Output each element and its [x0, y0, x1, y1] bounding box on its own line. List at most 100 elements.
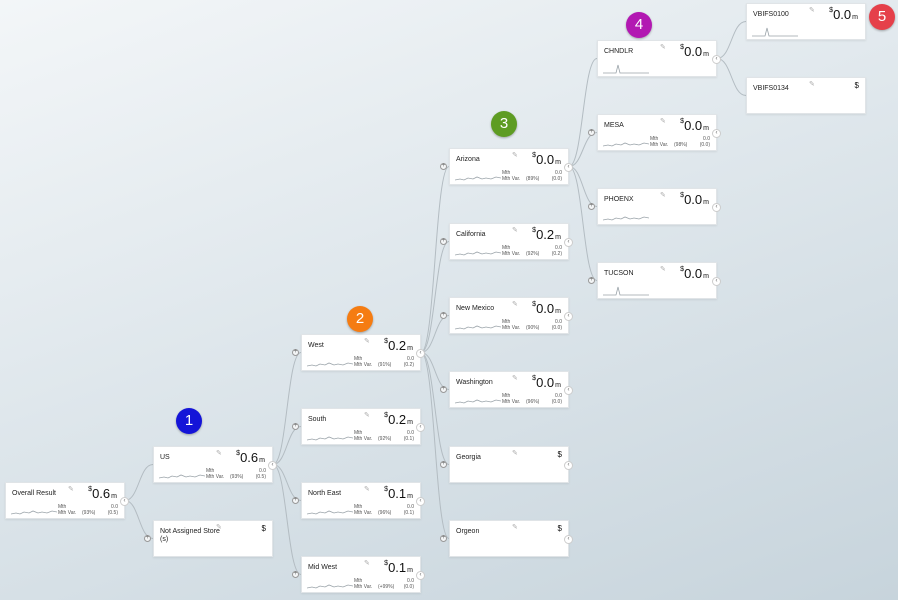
month-value: 0.0 [555, 319, 562, 325]
edit-pencil-icon[interactable]: ✎ [512, 375, 518, 382]
month-variance-percent: (90%) [526, 325, 540, 331]
node-card-vbifs0100[interactable]: VBIFS0100 ✎$0.0m [746, 3, 866, 40]
node-card-chndlr[interactable]: CHNDLR ✎$0.0m‹ [597, 40, 721, 77]
collapse-arrow-icon[interactable]: ‹ [564, 238, 573, 247]
month-variance-value: (0.2) [551, 251, 562, 257]
collapse-arrow-icon[interactable]: ‹ [120, 497, 129, 506]
collapse-arrow-icon[interactable]: ‹ [712, 203, 721, 212]
month-value: 0.0 [555, 170, 562, 176]
collapse-arrow-icon[interactable]: ‹ [564, 386, 573, 395]
node-card-phoenx[interactable]: PHOENX ✎$0.0m‹ [597, 188, 721, 225]
edge-arizona-phoenx [568, 166, 598, 207]
expand-node-button-orgeon[interactable]: + [440, 535, 447, 542]
node-name: US [160, 454, 170, 461]
expand-node-button-north-east[interactable]: + [292, 497, 299, 504]
collapse-arrow-icon[interactable]: ‹ [564, 312, 573, 321]
expand-node-button-georgia[interactable]: + [440, 461, 447, 468]
trend-sparkline [455, 325, 501, 330]
edit-pencil-icon[interactable]: ✎ [364, 486, 370, 493]
edit-pencil-icon[interactable]: ✎ [809, 81, 815, 88]
expand-node-button-not-assigned[interactable]: + [144, 535, 151, 542]
edit-pencil-icon[interactable]: ✎ [660, 266, 666, 273]
edge-chndlr-vbifs0134 [716, 58, 747, 96]
trend-sparkline [603, 216, 649, 221]
edge-arizona-chndlr [568, 58, 598, 167]
edit-pencil-icon[interactable]: ✎ [216, 524, 222, 531]
expand-node-button-south[interactable]: + [292, 423, 299, 430]
expand-node-button-phoenx[interactable]: + [588, 203, 595, 210]
node-card-orgeon[interactable]: Orgeon ✎$‹ [449, 520, 573, 557]
trend-sparkline [307, 362, 353, 367]
trend-sparkline [307, 510, 353, 515]
month-variance-value: (0.0) [551, 176, 562, 182]
node-card-tucson[interactable]: TUCSON ✎$0.0m‹ [597, 262, 721, 299]
edit-pencil-icon[interactable]: ✎ [364, 412, 370, 419]
month-value: 0.0 [555, 393, 562, 399]
edge-chndlr-vbifs0100 [716, 21, 747, 59]
node-name: Not Assigned Store (s) [160, 528, 220, 543]
month-variance-percent: (93%) [230, 474, 244, 480]
edit-pencil-icon[interactable]: ✎ [512, 227, 518, 234]
expand-node-button-new-mexico[interactable]: + [440, 312, 447, 319]
edit-pencil-icon[interactable]: ✎ [68, 486, 74, 493]
edit-pencil-icon[interactable]: ✎ [660, 44, 666, 51]
collapse-arrow-icon[interactable]: ‹ [268, 461, 277, 470]
edit-pencil-icon[interactable]: ✎ [512, 301, 518, 308]
edit-pencil-icon[interactable]: ✎ [512, 450, 518, 457]
node-card-georgia[interactable]: Georgia ✎$‹ [449, 446, 573, 483]
collapse-arrow-icon[interactable]: ‹ [712, 277, 721, 286]
month-variance-percent: (93%) [82, 510, 96, 516]
edit-pencil-icon[interactable]: ✎ [364, 560, 370, 567]
month-value: 0.0 [703, 136, 710, 142]
edit-pencil-icon[interactable]: ✎ [809, 7, 815, 14]
edit-pencil-icon[interactable]: ✎ [364, 338, 370, 345]
node-name: PHOENX [604, 196, 634, 203]
edit-pencil-icon[interactable]: ✎ [216, 450, 222, 457]
collapse-arrow-icon[interactable]: ‹ [712, 55, 721, 64]
edit-pencil-icon[interactable]: ✎ [660, 192, 666, 199]
node-card-not-assigned[interactable]: Not Assigned Store (s) ✎$ [153, 520, 273, 557]
trend-sparkline [455, 399, 501, 404]
edge-west-orgeon [420, 352, 450, 539]
expand-node-button-arizona[interactable]: + [440, 163, 447, 170]
collapse-arrow-icon[interactable]: ‹ [564, 535, 573, 544]
edge-us-west [272, 352, 302, 465]
expand-node-button-washington[interactable]: + [440, 386, 447, 393]
node-card-vbifs0134[interactable]: VBIFS0134 ✎$ [746, 77, 866, 114]
step-badge-5: 5 [869, 4, 895, 30]
collapse-arrow-icon[interactable]: ‹ [416, 497, 425, 506]
node-name: South [308, 416, 327, 423]
node-name: California [456, 231, 486, 238]
month-variance-value: (0.5) [255, 474, 266, 480]
node-name: CHNDLR [604, 48, 634, 55]
expand-node-button-mid-west[interactable]: + [292, 571, 299, 578]
edit-pencil-icon[interactable]: ✎ [512, 524, 518, 531]
expand-node-button-west[interactable]: + [292, 349, 299, 356]
trend-sparkline [455, 251, 501, 256]
collapse-arrow-icon[interactable]: ‹ [416, 349, 425, 358]
month-value: 0.0 [407, 578, 414, 584]
expand-node-button-tucson[interactable]: + [588, 277, 595, 284]
edit-pencil-icon[interactable]: ✎ [512, 152, 518, 159]
collapse-arrow-icon[interactable]: ‹ [416, 571, 425, 580]
expand-node-button-mesa[interactable]: + [588, 129, 595, 136]
collapse-arrow-icon[interactable]: ‹ [712, 129, 721, 138]
edit-pencil-icon[interactable]: ✎ [660, 118, 666, 125]
expand-node-button-california[interactable]: + [440, 238, 447, 245]
month-value: 0.0 [407, 356, 414, 362]
collapse-arrow-icon[interactable]: ‹ [416, 423, 425, 432]
collapse-arrow-icon[interactable]: ‹ [564, 163, 573, 172]
collapse-arrow-icon[interactable]: ‹ [564, 461, 573, 470]
